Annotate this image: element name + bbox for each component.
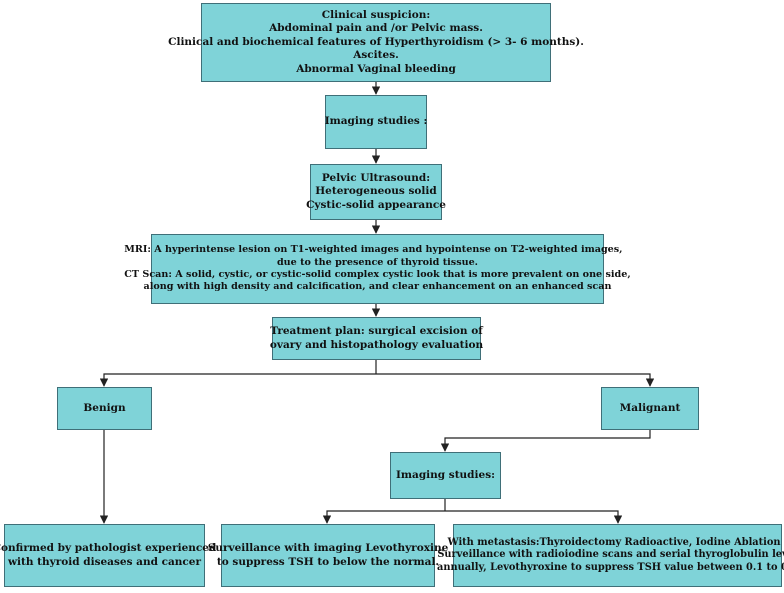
pelvic-ultrasound-box: Pelvic Ultrasound: Heterogeneous solid C…	[306, 164, 446, 220]
metastasis-line-2: Surveillance with radioiodine scans and …	[437, 549, 784, 561]
surveillance-imaging-line-2: to suppress TSH to below the normal.	[216, 555, 440, 568]
surveillance-imaging-line-1: Surveillance with imaging Levothyroxine	[207, 542, 449, 555]
treatment-plan-box: Treatment plan: surgical excision of ova…	[269, 317, 484, 360]
clinical-suspicion-box: Clinical suspicion: Abdominal pain and /…	[168, 3, 584, 82]
imaging-studies-top-label: Imaging studies :	[324, 115, 428, 128]
clinical-suspicion-line-1: Clinical suspicion:	[321, 8, 431, 21]
malignant-label: Malignant	[619, 401, 681, 414]
surveillance-imaging-box: Surveillance with imaging Levothyroxine …	[208, 524, 448, 587]
malignant-box: Malignant	[601, 387, 699, 430]
benign-box: Benign	[57, 387, 152, 430]
confirmed-pathologist-line-1: Confirmed by pathologist experienced	[0, 542, 217, 555]
arrow-treatment-to-benign	[99, 373, 376, 387]
treatment-plan-line-2: ovary and histopathology evaluation	[269, 338, 484, 351]
imaging-studies-malignant-box: Imaging studies:	[390, 452, 501, 499]
clinical-suspicion-line-2: Abdominal pain and /or Pelvic mass.	[269, 22, 483, 35]
arrow-treatment-to-malignant	[376, 373, 655, 387]
clinical-suspicion-line-5: Abnormal Vaginal bleeding	[296, 62, 456, 75]
clinical-suspicion-line-3: Clinical and biochemical features of Hyp…	[168, 35, 584, 48]
metastasis-line-3: annually, Levothyroxine to suppress TSH …	[436, 561, 784, 573]
mri-line-1: MRI: A hyperintense lesion on T1-weighte…	[124, 244, 623, 256]
metastasis-line-1: With metastasis:Thyroidectomy Radioactiv…	[447, 536, 784, 548]
pelvic-ultrasound-line-1: Pelvic Ultrasound:	[321, 171, 431, 184]
clinical-suspicion-line-4: Ascites.	[353, 49, 399, 62]
treatment-plan-line-1: Treatment plan: surgical excision of	[270, 325, 483, 338]
benign-label: Benign	[83, 401, 126, 414]
imaging-studies-top-box: Imaging studies :	[325, 95, 427, 149]
mri-ct-box: MRI: A hyperintense lesion on T1-weighte…	[124, 234, 631, 304]
arrow-imaging-to-metastasis	[445, 510, 623, 524]
arrow-imaging-to-surveillance	[322, 510, 445, 524]
confirmed-pathologist-box: Confirmed by pathologist experienced wit…	[0, 524, 216, 587]
arrow-malignant-to-imaging	[440, 430, 651, 452]
confirmed-pathologist-line-2: with thyroid diseases and cancer	[7, 555, 202, 568]
pelvic-ultrasound-line-3: Cystic-solid appearance	[306, 198, 446, 211]
pelvic-ultrasound-line-2: Heterogeneous solid	[315, 185, 437, 198]
imaging-studies-malignant-label: Imaging studies:	[396, 468, 495, 481]
ct-line-2: along with high density and calcificatio…	[143, 281, 612, 293]
mri-line-2: due to the presence of thyroid tissue.	[276, 256, 479, 268]
metastasis-box: With metastasis:Thyroidectomy Radioactiv…	[437, 524, 784, 587]
ct-line-1: CT Scan: A solid, cystic, or cystic-soli…	[124, 269, 631, 280]
